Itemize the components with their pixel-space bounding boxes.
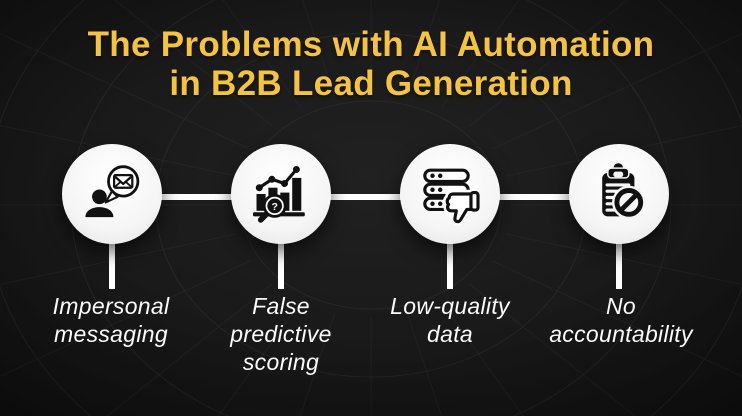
step-circle-false-predictive-scoring: ? bbox=[231, 144, 331, 244]
stem-line-3 bbox=[447, 243, 453, 289]
step-label-no-accountability: No accountability bbox=[549, 293, 693, 347]
svg-text:?: ? bbox=[271, 201, 277, 213]
stem-line-1 bbox=[109, 243, 115, 289]
step-label-impersonal-messaging: Impersonal messaging bbox=[52, 293, 170, 347]
person-message-icon bbox=[85, 165, 140, 218]
stem-line-2 bbox=[278, 243, 284, 289]
step-circle-low-quality-data bbox=[400, 144, 500, 244]
title-line-1: The Problems with AI Automation bbox=[87, 25, 655, 64]
stem-line-4 bbox=[616, 243, 622, 289]
chart-magnifier-question-icon: ? bbox=[253, 166, 305, 223]
step-label-false-predictive-scoring: False predictive scoring bbox=[230, 293, 332, 375]
clipboard-prohibited-icon bbox=[602, 161, 646, 220]
database-thumbs-down-icon bbox=[423, 168, 480, 226]
title-line-2: in B2B Lead Generation bbox=[169, 64, 573, 103]
step-label-low-quality-data: Low-quality data bbox=[390, 293, 510, 347]
step-circle-no-accountability bbox=[569, 144, 669, 244]
connector-line bbox=[112, 194, 619, 200]
page-title: The Problems with AI Automation in B2B L… bbox=[0, 25, 742, 103]
step-circle-impersonal-messaging bbox=[62, 144, 162, 244]
